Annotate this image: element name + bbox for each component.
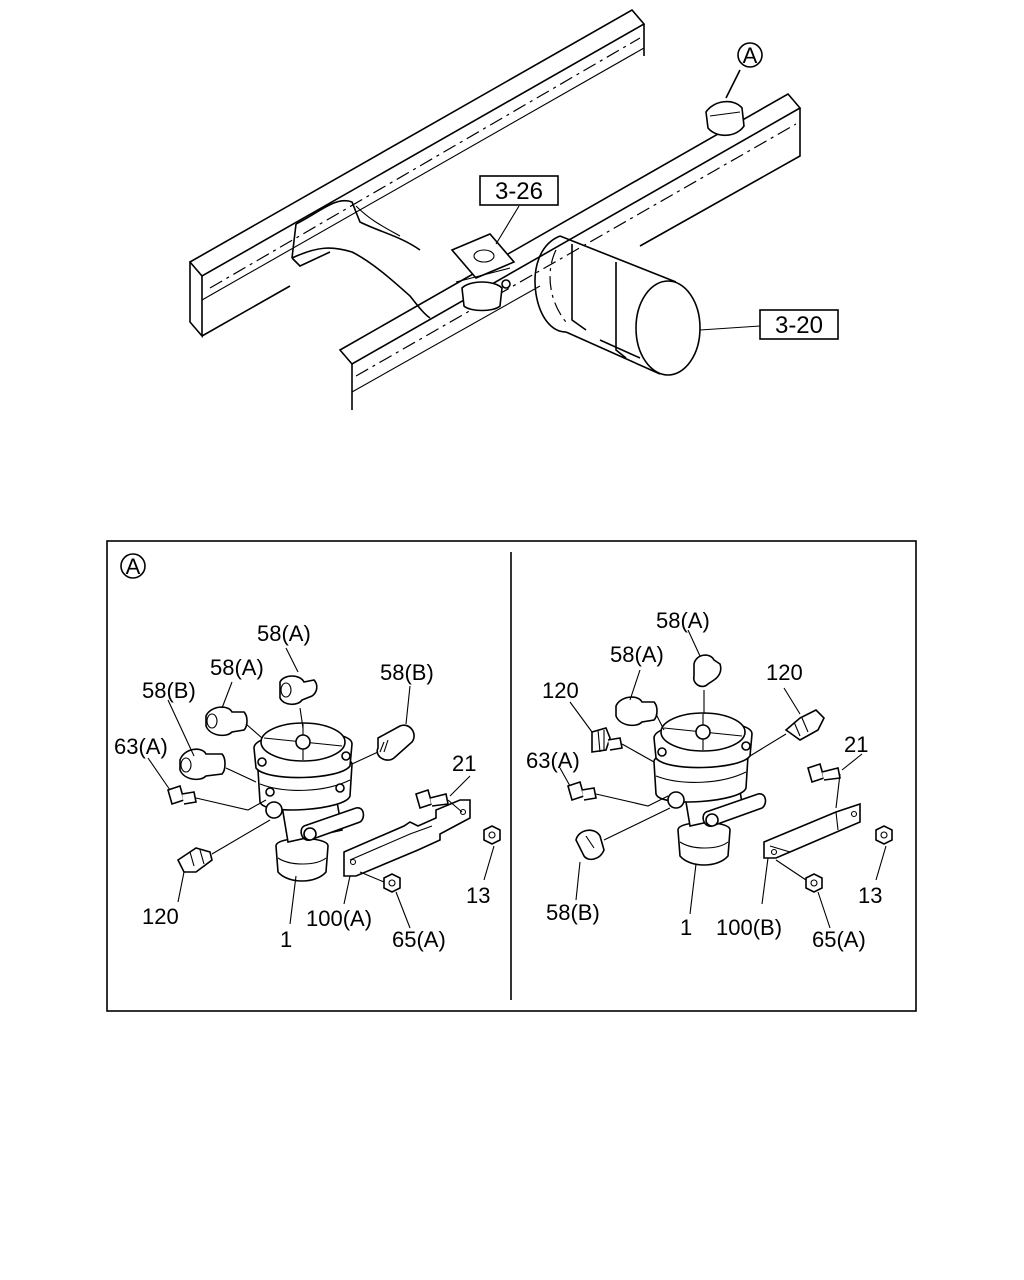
label-58a-mid-r: 58(A) [610,642,664,667]
label-21: 21 [452,751,476,776]
fitting-58b-right [575,807,671,861]
svg-text:3-26: 3-26 [495,178,543,205]
label-63a: 63(A) [114,734,168,759]
label-100a: 100(A) [306,906,372,931]
fitting-58a-top-right [692,654,722,714]
fitting-58b-right-left [351,724,415,765]
bolt-21-left [415,788,463,813]
fitting-58a-mid-left [205,706,263,739]
callout-a: A [737,42,763,68]
label-63a-r: 63(A) [526,748,580,773]
svg-text:3-20: 3-20 [775,312,823,339]
label-58b-right: 58(B) [380,660,434,685]
nut-65a-left [359,871,401,893]
ref-box-3-26: 3-26 [479,175,559,245]
cross-member [291,199,431,319]
label-1: 1 [280,927,292,952]
lower-frame-rail [338,92,802,410]
brake-valve-location-a [705,69,745,137]
valve-assembly-mount [450,233,516,312]
bolt-63a-right [567,780,669,807]
upper-frame-rail [188,8,646,339]
ref-box-3-20: 3-20 [699,309,839,340]
fitting-58a-mid-right [615,696,665,731]
detail-view-a: A [106,540,917,1012]
nut-65a-right [775,859,823,893]
label-58a-top: 58(A) [257,621,311,646]
label-58a-top-r: 58(A) [656,608,710,633]
bolt-21-right [807,762,841,809]
label-65a-r: 65(A) [812,927,866,952]
label-65a: 65(A) [392,927,446,952]
label-120: 120 [142,904,179,929]
label-13: 13 [466,883,490,908]
bracket-100a [343,799,471,877]
relay-valve-left [253,722,365,882]
section-mark-a: A [126,554,141,579]
bracket-100b [763,802,861,859]
label-1-r: 1 [680,915,692,940]
svg-text:A: A [743,43,758,68]
label-58b-r: 58(B) [546,900,600,925]
relay-valve-right [653,712,767,866]
nipple-120-left [176,819,271,873]
label-21-r: 21 [844,732,868,757]
label-58a-mid: 58(A) [210,655,264,680]
left-view: 58(A) 58(A) 58(B) 58(B) 63(A) 21 120 1 1… [114,621,501,952]
fitting-58a-top-left [279,675,318,729]
nipple-120-right-right [749,709,825,757]
right-view: 58(A) 58(A) 120 120 63(A) 21 58(B) 1 100… [526,608,893,952]
label-58b: 58(B) [142,678,196,703]
label-120-right-r: 120 [766,660,803,685]
label-100b-r: 100(B) [716,915,782,940]
fitting-58b-left [179,748,257,783]
label-13-r: 13 [858,883,882,908]
label-120-left-r: 120 [542,678,579,703]
bolt-63a-left [167,784,267,811]
chassis-overview: A 3-26 3-20 [188,8,839,410]
air-tank [534,235,701,376]
nut-13-left [483,825,501,845]
nut-13-right [875,825,893,845]
nipple-120-left-right [591,727,655,763]
